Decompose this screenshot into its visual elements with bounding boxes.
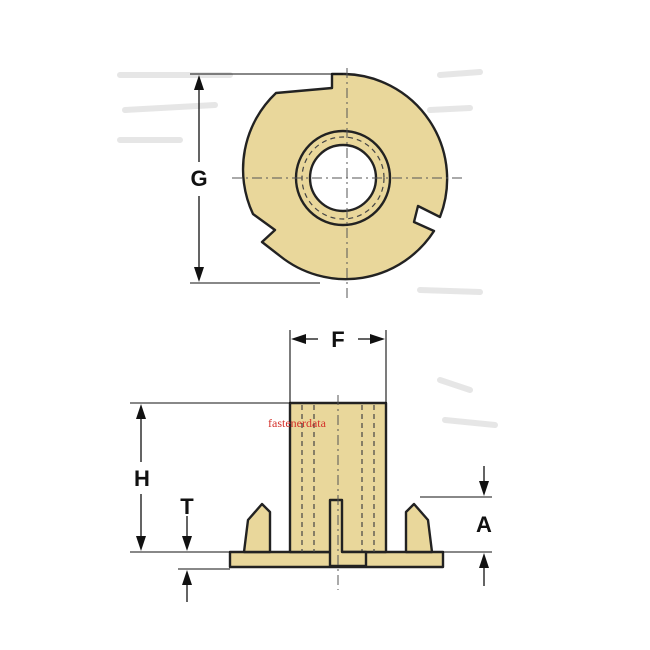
dimension-label-t: T bbox=[180, 494, 194, 519]
prong-left bbox=[242, 502, 272, 554]
prong-center bbox=[328, 498, 368, 568]
background-ghost-marks bbox=[117, 69, 498, 428]
dimension-f: F bbox=[289, 327, 387, 403]
dimension-t: T bbox=[178, 494, 230, 602]
dimension-a: A bbox=[420, 466, 492, 586]
dimension-label-h: H bbox=[134, 466, 150, 491]
dimension-g: G bbox=[190, 73, 343, 284]
side-view bbox=[228, 395, 445, 590]
dimension-label-a: A bbox=[476, 512, 492, 537]
watermark-text: fastenerdata bbox=[268, 416, 327, 430]
dimension-label-f: F bbox=[331, 327, 344, 352]
dimension-label-g: G bbox=[190, 166, 207, 191]
prong-right bbox=[404, 502, 434, 554]
top-view bbox=[232, 68, 462, 298]
